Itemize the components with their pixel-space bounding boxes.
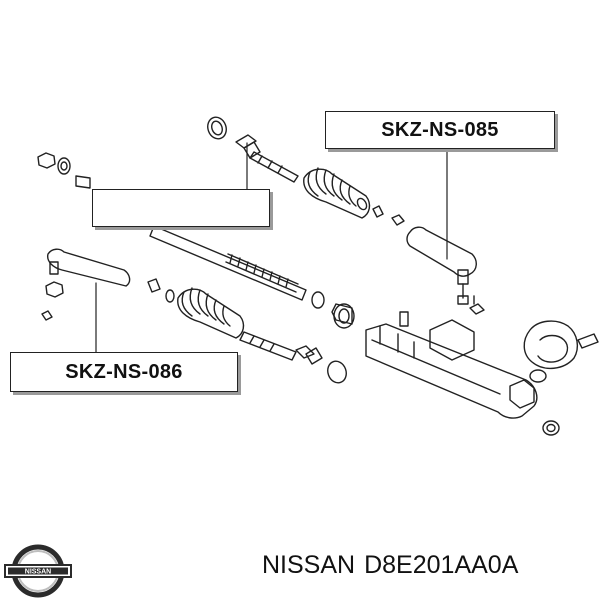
- callout-leaders: [95, 142, 448, 353]
- rack-boot-upper: [303, 167, 371, 219]
- washer-upper-left: [57, 157, 71, 175]
- nissan-logo: NISSAN: [4, 544, 72, 598]
- callout-label-skz-ns-086: SKZ-NS-086: [65, 360, 183, 383]
- rack-boot-lower: [177, 287, 245, 339]
- boot-clip-upper: [372, 205, 384, 218]
- tie-rod-end-left: [41, 248, 131, 321]
- callout-box-skz-ns-085: SKZ-NS-085: [325, 111, 555, 149]
- footer-part-number: D8E201AA0A: [364, 551, 519, 579]
- snap-ring-lower: [327, 360, 347, 384]
- rack-shaft: [149, 225, 307, 301]
- locknut-upper: [391, 214, 405, 226]
- nut-upper-left: [37, 152, 56, 169]
- footer-brand: NISSAN: [262, 551, 356, 579]
- steering-gear-housing: [365, 295, 599, 419]
- tie-rod-end-right: [406, 226, 477, 305]
- logo-text: NISSAN: [25, 569, 51, 576]
- callout-label-skz-ns-085: SKZ-NS-085: [381, 118, 499, 141]
- bushing-upper-left: [75, 175, 91, 189]
- callout-box-skz-ns-086: SKZ-NS-086: [10, 352, 238, 392]
- callout-box-blank: [92, 189, 270, 227]
- inner-tie-rod-upper: [235, 134, 299, 183]
- boot-clip-lower: [147, 278, 161, 293]
- footer-part-line: NISSAN D8E201AA0A: [262, 551, 596, 580]
- rack-bushing: [311, 291, 325, 309]
- snap-ring-upper: [207, 116, 227, 140]
- inner-tie-rod-lower: [239, 331, 323, 365]
- housing-grommet: [542, 420, 560, 436]
